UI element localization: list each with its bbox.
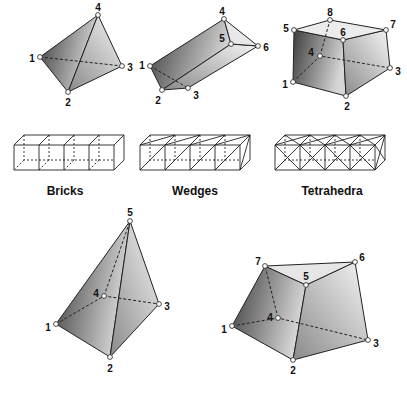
label-slot: 1 xyxy=(221,319,227,337)
label-slot: 5 xyxy=(127,202,133,220)
label-slot: 2 xyxy=(344,96,350,114)
node-number: 2 xyxy=(344,101,350,112)
node-number: 4 xyxy=(219,6,225,17)
label-slot: 6 xyxy=(359,247,365,265)
label-slot: 3 xyxy=(193,85,199,103)
node-number: 2 xyxy=(65,97,71,108)
label-slot: 1 xyxy=(29,48,35,66)
label-slot: 6 xyxy=(340,22,346,40)
label-slot: 8 xyxy=(327,2,333,20)
node-number: 1 xyxy=(282,79,288,90)
label-slot: 4 xyxy=(267,307,273,325)
label-slot: 3 xyxy=(395,61,401,79)
node-number: 7 xyxy=(255,256,261,267)
node-number: 6 xyxy=(359,252,365,263)
label-slot: 2 xyxy=(290,360,296,378)
node-number: 1 xyxy=(139,60,145,71)
node-number: 4 xyxy=(93,288,99,299)
node-number: 2 xyxy=(107,363,113,374)
node-number: 4 xyxy=(308,47,314,58)
label-slot: 6 xyxy=(263,37,269,55)
label-slot: 5 xyxy=(283,18,289,36)
label-slot: 7 xyxy=(390,14,396,32)
mesh-label: Tetrahedra xyxy=(301,184,362,198)
label-slot: 5 xyxy=(303,266,309,284)
label-slot: 1 xyxy=(139,55,145,73)
node-number: 2 xyxy=(155,95,161,106)
mesh-label: Bricks xyxy=(47,184,84,198)
label-slot: 4 xyxy=(93,283,99,301)
label-slot: 5 xyxy=(219,28,225,46)
node-number: 3 xyxy=(193,90,199,101)
node-number: 4 xyxy=(95,2,101,13)
node-number: 6 xyxy=(263,42,269,53)
label-slot: 1 xyxy=(282,74,288,92)
node-number: 5 xyxy=(283,23,289,34)
node-number: 7 xyxy=(390,19,396,30)
node-number: 3 xyxy=(164,301,170,312)
node-number: 5 xyxy=(127,207,133,218)
label-slot: 2 xyxy=(155,90,161,108)
node-number: 5 xyxy=(219,33,225,44)
label-slot: Tetrahedra xyxy=(301,181,362,199)
label-slot: 3 xyxy=(373,333,379,351)
node-number: 3 xyxy=(127,62,133,73)
node-number: 8 xyxy=(327,7,333,18)
node-number: 6 xyxy=(340,27,346,38)
label-slot: 4 xyxy=(308,42,314,60)
node-number: 3 xyxy=(373,338,379,349)
node-number: 4 xyxy=(267,312,273,323)
label-slot: 1 xyxy=(45,317,51,335)
node-number: 3 xyxy=(395,66,401,77)
label-slot: 4 xyxy=(95,0,101,15)
label-slot: 3 xyxy=(164,296,170,314)
node-number: 1 xyxy=(29,53,35,64)
node-number: 5 xyxy=(303,271,309,282)
label-slot: 3 xyxy=(127,57,133,75)
node-number: 1 xyxy=(45,322,51,333)
label-slot: 2 xyxy=(65,92,71,110)
label-slot: 7 xyxy=(255,251,261,269)
label-slot: 4 xyxy=(219,1,225,19)
label-slot: 2 xyxy=(107,358,113,376)
node-number: 2 xyxy=(290,365,296,376)
label-slot: Wedges xyxy=(172,181,218,199)
node-number: 1 xyxy=(221,324,227,335)
mesh-label: Wedges xyxy=(172,184,218,198)
label-slot: Bricks xyxy=(47,181,84,199)
